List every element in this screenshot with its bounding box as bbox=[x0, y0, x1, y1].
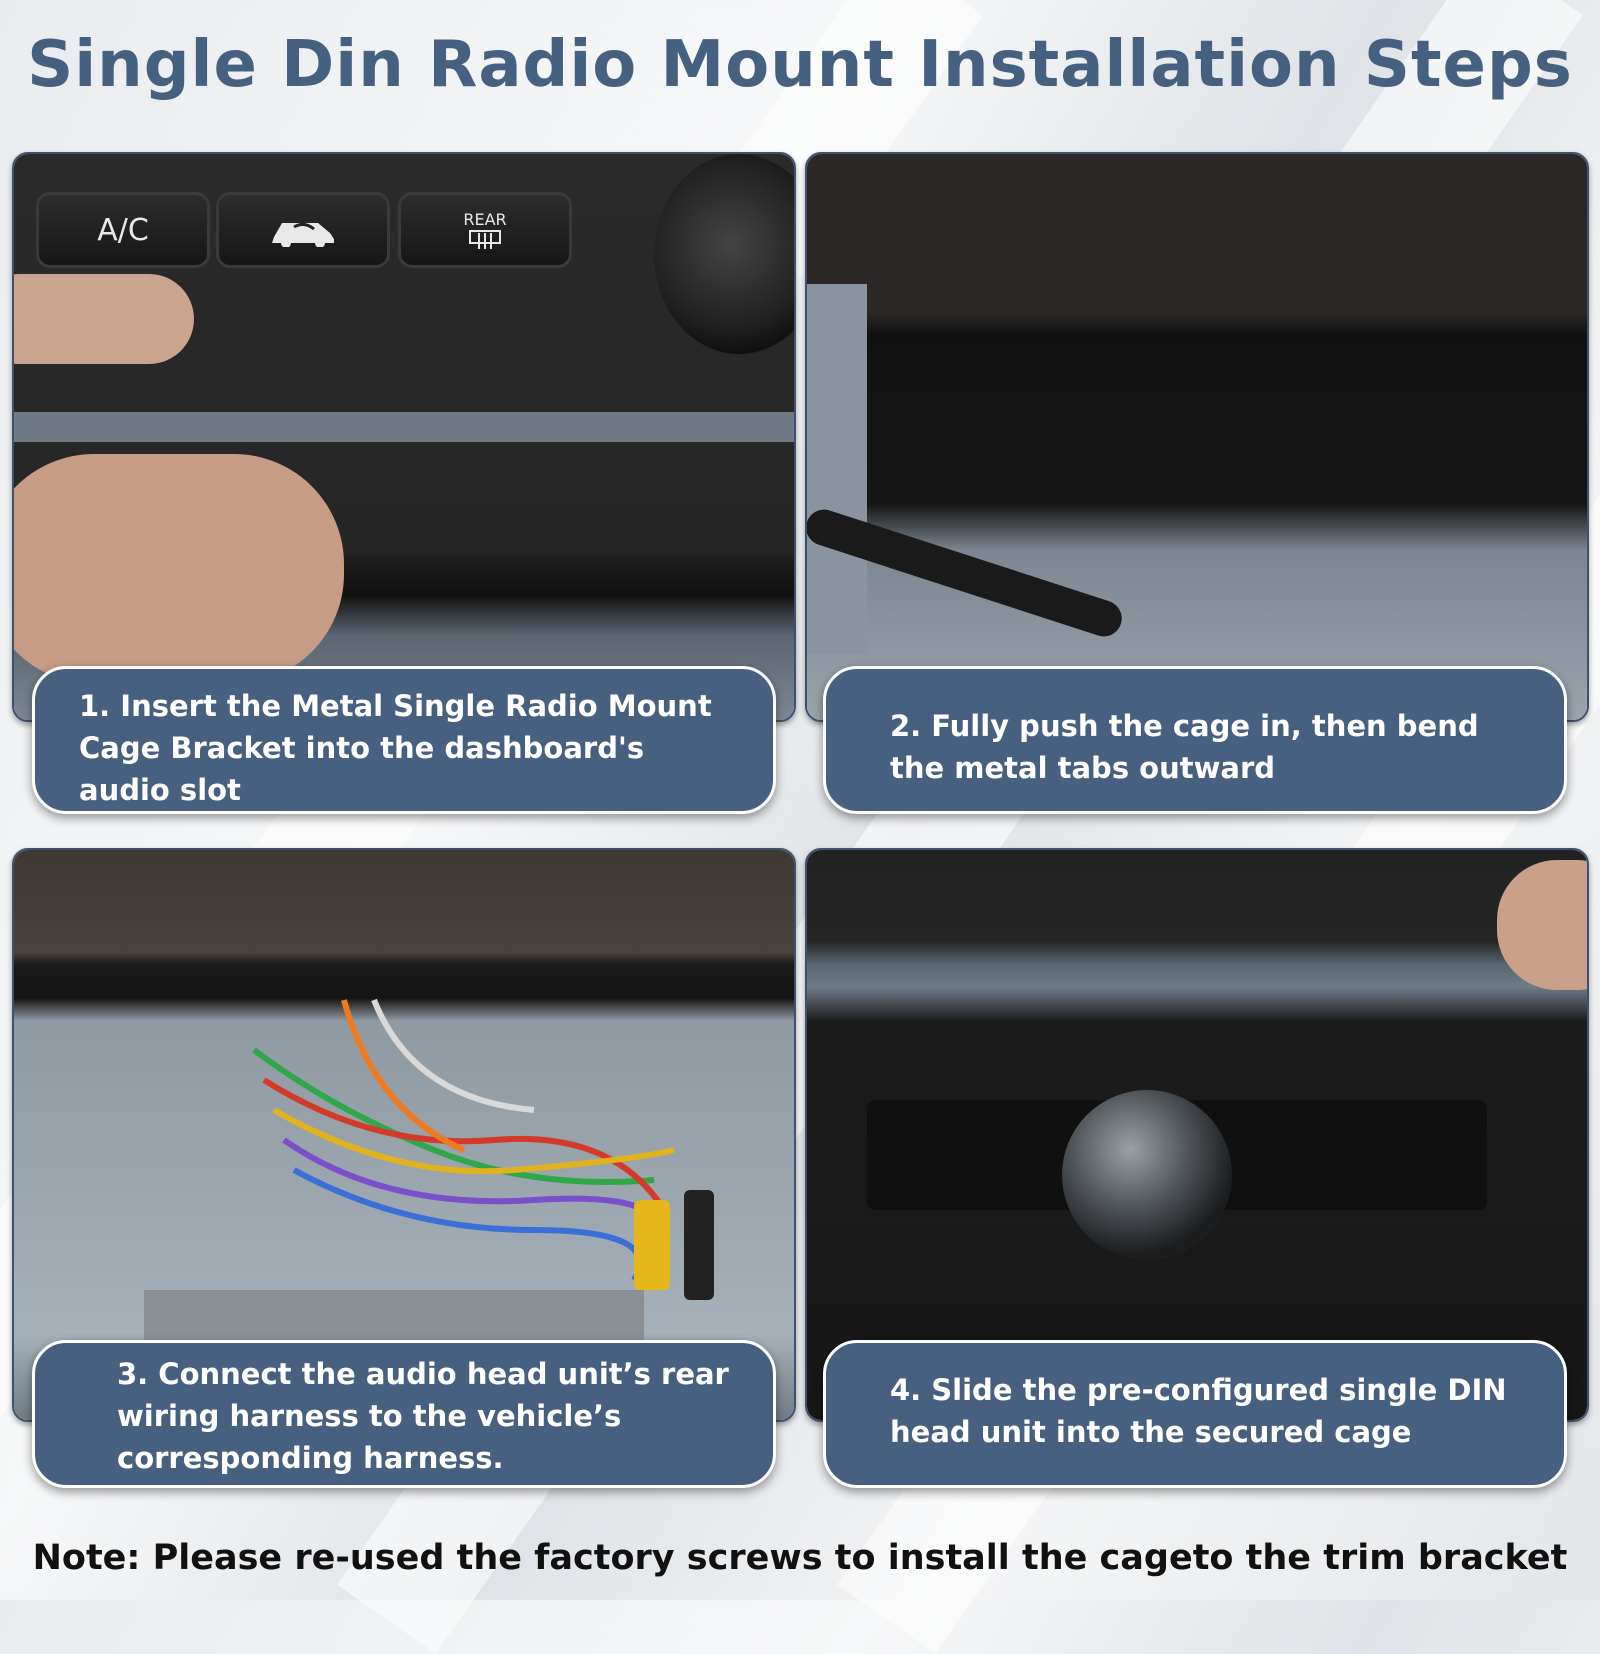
cage-side-wall bbox=[807, 284, 867, 654]
step-3-photo bbox=[12, 848, 796, 1422]
rear-defrost-button-photo: REAR bbox=[398, 192, 572, 268]
installation-note: Note: Please re-used the factory screws … bbox=[32, 1538, 1568, 1578]
step-3-caption: 3. Connect the audio head unit’s rear wi… bbox=[32, 1340, 776, 1488]
cage-interior-photo bbox=[807, 154, 1587, 720]
step-4-caption: 4. Slide the pre-configured single DIN h… bbox=[823, 1340, 1567, 1488]
wiring-harness-graphic bbox=[144, 998, 714, 1350]
climate-knob-photo bbox=[654, 154, 794, 354]
hand-photo bbox=[14, 454, 344, 684]
step-1-caption: 1. Insert the Metal Single Radio Mount C… bbox=[32, 666, 776, 814]
rear-label: REAR bbox=[463, 209, 507, 229]
car-recirculation-icon bbox=[272, 222, 334, 247]
rear-defrost-icon bbox=[469, 229, 501, 249]
step-1-photo: A/C REAR bbox=[12, 152, 796, 722]
volume-knob-photo bbox=[1062, 1090, 1232, 1260]
step-2-photo bbox=[805, 152, 1589, 722]
cage-bracket-edge bbox=[14, 412, 794, 442]
step-2-caption: 2. Fully push the cage in, then bend the… bbox=[823, 666, 1567, 814]
step-4-photo bbox=[805, 848, 1589, 1422]
hand-photo bbox=[1497, 860, 1587, 990]
page-title: Single Din Radio Mount Installation Step… bbox=[27, 28, 1573, 102]
ac-button-photo: A/C bbox=[36, 192, 210, 268]
recirculation-button-photo bbox=[216, 192, 390, 268]
thumb-photo bbox=[14, 274, 194, 364]
